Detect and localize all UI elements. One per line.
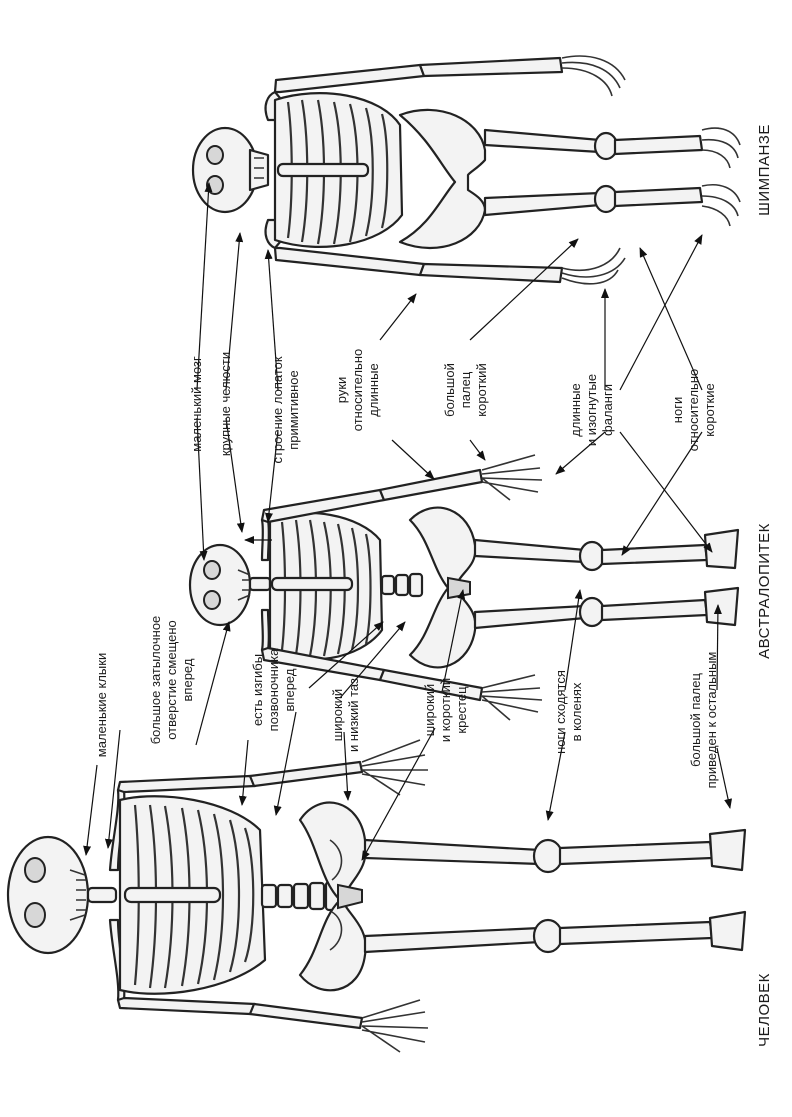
label-legs-line1: ноги xyxy=(670,397,685,423)
label-spine-line2: позвоночника xyxy=(266,648,281,731)
label-pelvis-line2: и низкий таз xyxy=(346,678,361,752)
label-legs-line2: относительно xyxy=(686,369,701,451)
label-sacrum-line3: крестец xyxy=(454,686,469,734)
label-sacrum-line2: и короткий xyxy=(438,678,453,742)
label-arms-line3: длинные xyxy=(366,363,381,416)
label-toe-line2: приведен к остальным xyxy=(704,652,719,789)
title-chimpanzee: ШИМПАНЗЕ xyxy=(756,124,773,216)
label-legs-line3: короткие xyxy=(702,383,717,436)
label-spine-line3: вперед xyxy=(282,668,297,711)
label-toe-line1: большой палец xyxy=(688,673,703,767)
label-phalanges-line3: фаланги xyxy=(600,384,615,436)
species-titles: ЧЕЛОВЕК АВСТРАЛОПИТЕК ШИМПАНЗЕ xyxy=(756,124,773,1047)
label-thumb-line3: короткий xyxy=(474,363,489,416)
label-thumb-line1: большой xyxy=(442,363,457,417)
human-skeleton xyxy=(8,740,745,1052)
title-australopithecus: АВСТРАЛОПИТЕК xyxy=(756,523,773,659)
label-phalanges-line1: длинные xyxy=(568,383,583,436)
label-phalanges-line2: и изогнутые xyxy=(584,374,599,446)
label-foramen-line3: вперед xyxy=(180,658,195,701)
feature-labels: маленькие клыки большое затылочное отвер… xyxy=(94,349,719,789)
chimpanzee-skeleton xyxy=(193,56,740,284)
label-knees-line2: в коленях xyxy=(569,682,584,741)
label-arms-line1: руки xyxy=(334,377,349,404)
label-small-brain: маленький мозг xyxy=(189,356,204,452)
title-human: ЧЕЛОВЕК xyxy=(756,973,773,1047)
label-knees-line1: ноги сходятся xyxy=(553,670,568,754)
label-scapula-line1: строение лопаток xyxy=(270,356,285,463)
label-scapula-line2: примитивное xyxy=(286,370,301,450)
label-thumb-line2: палец xyxy=(458,371,473,408)
label-small-fangs: маленькие клыки xyxy=(94,653,109,757)
label-arms-line2: относительно xyxy=(350,349,365,431)
label-pelvis-line1: широкий xyxy=(330,689,345,741)
label-sacrum-line1: широкий xyxy=(422,684,437,736)
label-foramen-line1: большое затылочное xyxy=(148,616,163,745)
label-spine-line1: есть изгибы xyxy=(250,654,265,726)
label-large-jaws: крупные челюсти xyxy=(218,352,233,456)
label-foramen-line2: отверстие смещено xyxy=(164,620,179,740)
